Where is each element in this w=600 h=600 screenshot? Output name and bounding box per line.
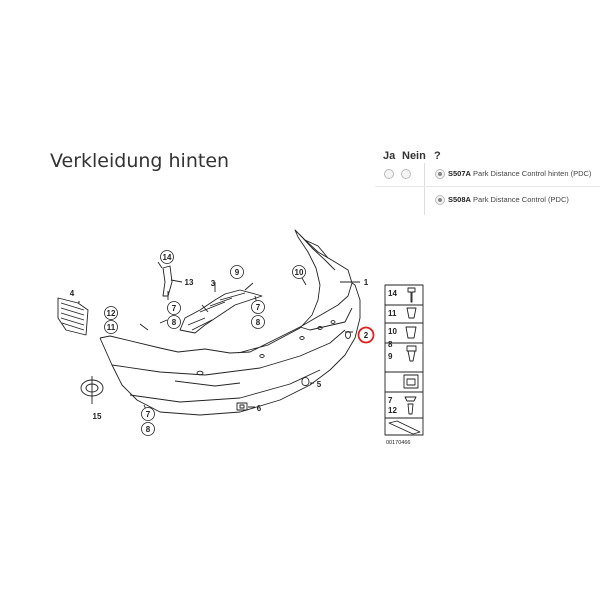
callout-circle-c7c[interactable] — [141, 407, 155, 421]
strip-13 — [162, 265, 173, 297]
part-label-p6: 6 — [257, 404, 262, 413]
part-label-p3: 3 — [211, 279, 216, 288]
callout-circle-c8a[interactable] — [167, 315, 181, 329]
bumper-cover — [99, 229, 361, 416]
plain-callouts: 13 3 1 4 5 6 15 — [70, 278, 369, 421]
callout-label-c14: 14 — [163, 253, 172, 262]
callout-circle-c8c[interactable] — [141, 422, 155, 436]
callout-circle-c8b[interactable] — [251, 315, 265, 329]
legend-item-10: 10 — [388, 327, 397, 336]
callout-circle-c14[interactable] — [160, 250, 174, 264]
callout-label-c8b: 8 — [256, 318, 261, 327]
callout-label-c2: 2 — [364, 331, 369, 340]
callout-circle-c12[interactable] — [104, 306, 118, 320]
circled-callouts: 14 9 10 7 8 7 8 12 11 7 8 2 — [104, 250, 375, 436]
legend-item-14: 14 — [388, 289, 397, 298]
legend-item-11: 11 — [388, 309, 397, 318]
radio-yes-s507a[interactable] — [384, 169, 394, 179]
option-code: S508A — [448, 195, 471, 204]
callout-circle-c2[interactable] — [357, 326, 375, 344]
callout-circle-c7a[interactable] — [167, 301, 181, 315]
page-title: Verkleidung hinten — [50, 150, 230, 172]
callout-label-c8a: 8 — [172, 318, 177, 327]
callout-label-c12: 12 — [107, 309, 116, 318]
legend-numbers: 14 11 10 8 9 712 — [388, 289, 397, 415]
callout-label-c11: 11 — [107, 323, 116, 332]
callout-label-c10: 10 — [295, 268, 304, 277]
header-ja: Ja — [383, 150, 396, 162]
header-nein: Nein — [402, 150, 426, 162]
legend-item-7: 7 — [388, 396, 393, 405]
option-s507a: S507A Park Distance Control hinten (PDC) — [448, 169, 591, 178]
radio-info-s507a[interactable] — [435, 169, 445, 179]
callout-label-c7a: 7 — [172, 304, 177, 313]
callout-label-c7b: 7 — [256, 303, 261, 312]
grille-4 — [57, 297, 89, 336]
callout-circle-c7b[interactable] — [251, 300, 265, 314]
callout-label-c8c: 8 — [146, 425, 151, 434]
options-divider — [424, 163, 425, 215]
part-label-p5: 5 — [317, 380, 322, 389]
legend-box — [384, 284, 424, 436]
part-label-p4: 4 — [70, 289, 75, 298]
option-label: Park Distance Control (PDC) — [473, 195, 569, 204]
option-s508a: S508A Park Distance Control (PDC) — [448, 195, 569, 204]
callout-circle-c10[interactable] — [292, 265, 306, 279]
callout-circle-c11[interactable] — [104, 320, 118, 334]
part-label-p13: 13 — [185, 278, 194, 287]
callout-circle-c9[interactable] — [230, 265, 244, 279]
options-row-separator — [375, 186, 600, 187]
option-code: S507A — [448, 169, 471, 178]
callout-label-c9: 9 — [235, 268, 240, 277]
legend-item-12: 12 — [388, 406, 397, 415]
radio-no-s507a[interactable] — [401, 169, 411, 179]
part-label-p15: 15 — [93, 412, 102, 421]
callout-label-c7c: 7 — [146, 410, 151, 419]
option-label: Park Distance Control hinten (PDC) — [473, 169, 592, 178]
part-label-p1: 1 — [364, 278, 369, 287]
center-bracket — [179, 289, 263, 334]
radio-info-s508a[interactable] — [435, 195, 445, 205]
legend-item-8: 8 — [388, 340, 393, 349]
header-question: ? — [434, 150, 441, 162]
legend-ref-code: 00170466 — [386, 440, 410, 446]
legend-item-9: 9 — [388, 352, 393, 361]
